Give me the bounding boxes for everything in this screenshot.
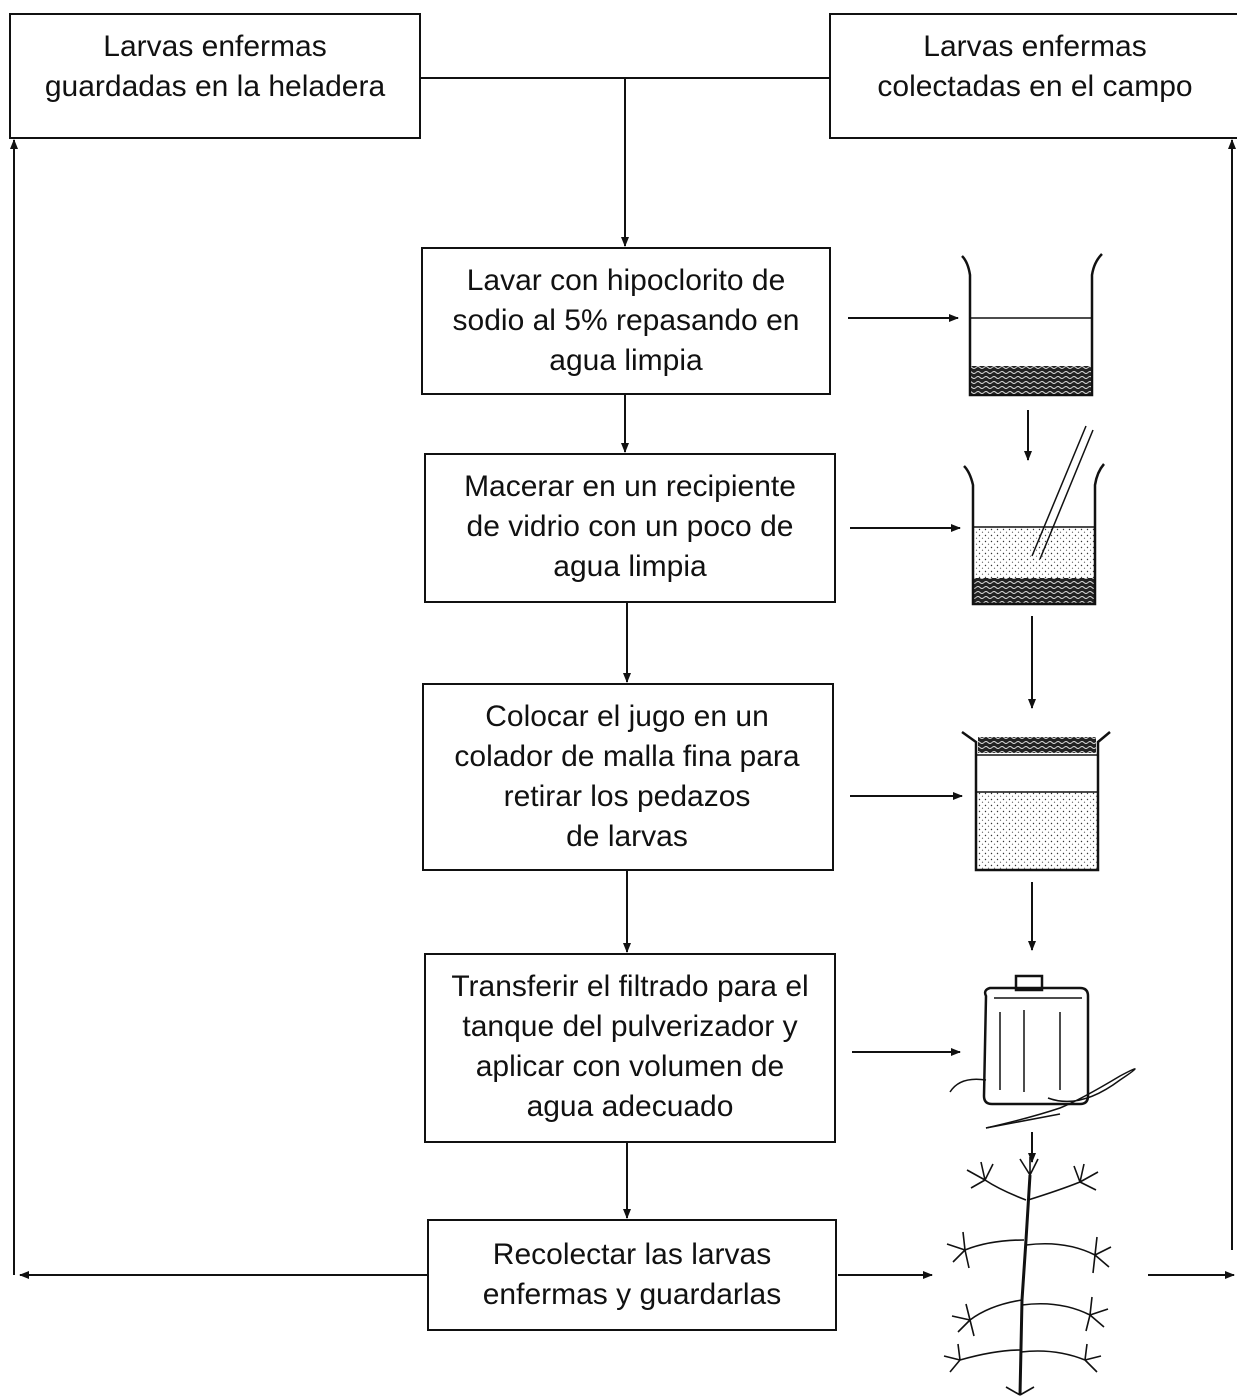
box-line: enfermas y guardarlas	[483, 1278, 781, 1311]
box-line: Transferir el filtrado para el	[451, 970, 808, 1003]
box-transferir-text: Transferir el filtrado para el tanque del…	[451, 970, 808, 1123]
box-heladera: Larvas enfermas guardadas en la heladera	[9, 13, 421, 139]
box-line: agua limpia	[549, 344, 703, 377]
box-campo-text: Larvas enfermas colectadas en el campo	[877, 30, 1192, 103]
box-line: colectadas en el campo	[877, 70, 1192, 103]
box-line: aplicar con volumen de	[476, 1050, 785, 1083]
box-line: retirar los pedazos	[504, 780, 751, 813]
box-line: de larvas	[566, 820, 688, 853]
box-line: Recolectar las larvas	[493, 1238, 771, 1271]
leaf-clusters	[943, 1157, 1112, 1396]
cassava-plant-icon	[943, 1157, 1112, 1396]
box-recolectar: Recolectar las larvas enfermas y guardarl…	[427, 1219, 837, 1331]
box-lavar-text: Lavar con hipoclorito de sodio al 5% repa…	[453, 264, 800, 377]
box-line: tanque del pulverizador y	[462, 1010, 797, 1043]
box-recolectar-text: Recolectar las larvas enfermas y guardarl…	[483, 1238, 781, 1311]
box-lavar: Lavar con hipoclorito de sodio al 5% repa…	[421, 247, 831, 395]
backpack-sprayer-icon	[949, 974, 1136, 1129]
box-line: colador de malla fina para	[454, 740, 800, 773]
box-line: Larvas enfermas	[103, 30, 326, 63]
box-line: agua limpia	[553, 550, 707, 583]
box-colocar: Colocar el jugo en un colador de malla fi…	[422, 683, 834, 871]
box-macerar-text: Macerar en un recipiente de vidrio con un…	[464, 470, 796, 583]
box-line: agua adecuado	[527, 1090, 734, 1123]
box-line: Lavar con hipoclorito de	[467, 264, 786, 297]
box-line: sodio al 5% repasando en	[453, 304, 800, 337]
box-line: guardadas en la heladera	[45, 70, 386, 103]
box-colocar-text: Colocar el jugo en un colador de malla fi…	[454, 700, 800, 853]
box-campo: Larvas enfermas colectadas en el campo	[829, 13, 1237, 139]
box-line: Colocar el jugo en un	[485, 700, 769, 733]
box-line: Macerar en un recipiente	[464, 470, 796, 503]
beaker-with-rod-icon	[963, 425, 1105, 606]
box-line: Larvas enfermas	[923, 30, 1146, 63]
box-line: de vidrio con un poco de	[467, 510, 794, 543]
beaker-icon	[961, 253, 1103, 397]
box-heladera-text: Larvas enfermas guardadas en la heladera	[45, 30, 386, 103]
strainer-icon	[961, 730, 1111, 872]
box-transferir: Transferir el filtrado para el tanque del…	[424, 953, 836, 1143]
box-macerar: Macerar en un recipiente de vidrio con un…	[424, 453, 836, 603]
